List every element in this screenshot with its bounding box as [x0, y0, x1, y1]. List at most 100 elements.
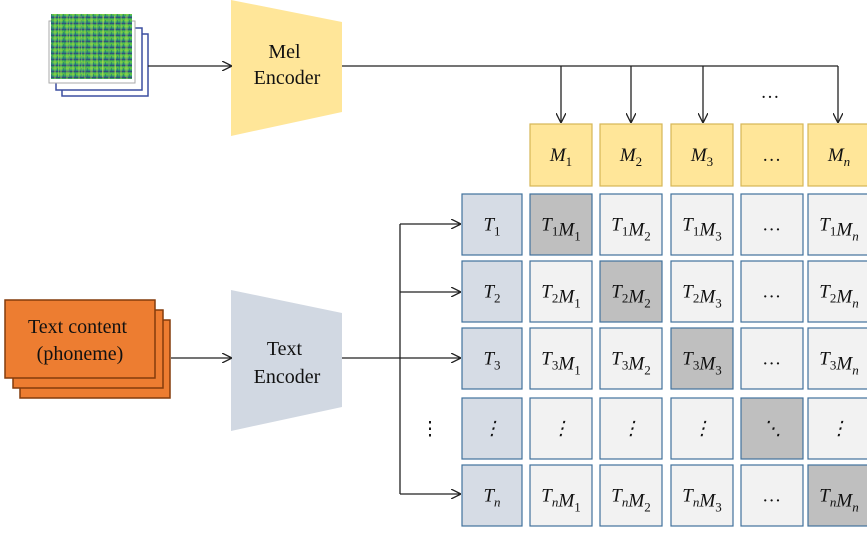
text-embedding-3-label: T3	[483, 349, 500, 373]
matrix-cell-r3-c4: …	[740, 327, 804, 390]
mel-embedding-3-label: M3	[690, 145, 713, 169]
matrix-cell-r1-c4: …	[740, 193, 804, 256]
text-encoder-label: Text Encoder	[254, 338, 321, 388]
matrix-cell-r3-c4-bg	[740, 327, 804, 390]
matrix-cell-r3-c2: T3M2	[599, 327, 663, 390]
matrix-cell-r2-c5-label: T2Mn	[819, 282, 858, 311]
matrix-cell-r2-c3: T2M3	[670, 260, 734, 323]
text-embedding-2-bg	[461, 260, 523, 323]
matrix-cell-r5-c1-label: TnM1	[541, 486, 580, 515]
connectors	[148, 66, 838, 494]
matrix-cell-r3-c5-label: T3Mn	[819, 349, 858, 378]
matrix-cell-r4-c4: ⋱	[740, 397, 804, 460]
spectrogram-texture	[51, 15, 127, 78]
matrix-cell-r3-c4-label: …	[764, 349, 781, 370]
matrix-cell-r4-c2: ⋮	[599, 397, 663, 460]
spectrogram-image	[51, 14, 132, 79]
text-content-label: Text content (phoneme)	[28, 316, 132, 365]
matrix-cell-r5-c2-bg	[599, 464, 663, 527]
matrix-cell-r4-c3-label: ⋮	[693, 419, 712, 440]
matrix-cell-r5-c4: …	[740, 464, 804, 527]
mel-embedding-3: M3	[670, 123, 734, 187]
matrix-cell-r5-c2-label: TnM2	[611, 486, 650, 515]
text-embedding-4-bg	[461, 397, 523, 460]
matrix-cell-r4-c2-label: ⋮	[622, 419, 641, 440]
text-encoder-label-line2: Encoder	[254, 366, 321, 388]
mel-encoder-label: Mel Encoder	[254, 41, 321, 89]
matrix-cell-r2-c2-bg	[599, 260, 663, 323]
mel-spectrogram-stack	[48, 14, 149, 97]
matrix-cell-r5-c4-bg	[740, 464, 804, 527]
matrix-cell-r2-c2: T2M2	[599, 260, 663, 323]
matrix-cell-r1-c3-bg	[670, 193, 734, 256]
mel-embedding-5-label: Mn	[827, 145, 850, 169]
matrix-cell-r3-c2-bg	[599, 327, 663, 390]
text-rows-ellipsis: ⋮	[421, 419, 440, 440]
mel-embedding-2-bg	[599, 123, 663, 187]
matrix-cell-r5-c3: TnM3	[670, 464, 734, 527]
mel-embedding-row: M1 M2 M3 … Mn	[529, 123, 867, 187]
matrix-cell-r2-c4-label: …	[764, 282, 781, 303]
mel-embedding-2-label: M2	[619, 145, 642, 169]
mel-embedding-4-label: …	[764, 145, 781, 166]
matrix-cell-r3-c2-label: T3M2	[611, 349, 650, 378]
matrix-cell-r1-c2: T1M2	[599, 193, 663, 256]
mel-embedding-1-label: M1	[549, 145, 572, 169]
matrix-cell-r3-c3-bg	[670, 327, 734, 390]
matrix-cell-r2-c3-bg	[670, 260, 734, 323]
matrix-cell-r3-c3-label: T3M3	[682, 349, 721, 378]
matrix-cell-r2-c4: …	[740, 260, 804, 323]
matrix-cell-r5-c4-label: …	[764, 486, 781, 507]
text-content-box-front	[4, 299, 156, 379]
matrix-cell-r5-c5-bg	[807, 464, 867, 527]
text-embedding-1-label: T1	[483, 215, 500, 239]
matrix-cell-r5-c5-label: TnMn	[819, 486, 858, 515]
text-embedding-1-bg	[461, 193, 523, 256]
matrix-cell-r2-c4-bg	[740, 260, 804, 323]
matrix-cell-r3-c1-bg	[529, 327, 593, 390]
matrix-cell-r4-c2-bg	[599, 397, 663, 460]
mel-encoder-label-line1: Mel	[268, 41, 301, 63]
text-embedding-4: ⋮	[461, 397, 523, 460]
matrix-cell-r1-c1-bg	[529, 193, 593, 256]
mel-embedding-4-bg	[740, 123, 804, 187]
matrix-cell-r5-c5: TnMn	[807, 464, 867, 527]
mel-encoder-block	[231, 0, 342, 136]
matrix-cell-r4-c5: ⋮	[807, 397, 867, 460]
matrix-cell-r1-c4-bg	[740, 193, 804, 256]
matrix-cell-r2-c3-label: T2M3	[682, 282, 721, 311]
matrix-cell-r3-c1: T3M1	[529, 327, 593, 390]
matrix-cell-r4-c1: ⋮	[529, 397, 593, 460]
text-embedding-4-label: ⋮	[483, 419, 502, 440]
matrix-cell-r5-c1: TnM1	[529, 464, 593, 527]
text-content-stack	[4, 299, 171, 399]
mel-encoder-label-line2: Encoder	[254, 67, 321, 89]
mel-embedding-4: …	[740, 123, 804, 187]
matrix-cell-r2-c1: T2M1	[529, 260, 593, 323]
matrix-cell-r5-c3-label: TnM3	[682, 486, 721, 515]
text-embedding-1: T1	[461, 193, 523, 256]
matrix-cell-r3-c5: T3Mn	[807, 327, 867, 390]
matrix-cell-r1-c1: T1M1	[529, 193, 593, 256]
matrix-cell-r5-c2: TnM2	[599, 464, 663, 527]
matrix-cell-r1-c4-label: …	[764, 215, 781, 236]
mel-embedding-3-bg	[670, 123, 734, 187]
matrix-cell-r3-c3: T3M3	[670, 327, 734, 390]
matrix-cell-r2-c1-label: T2M1	[541, 282, 580, 311]
matrix-cell-r2-c5-bg	[807, 260, 867, 323]
text-encoder-label-line1: Text	[267, 338, 303, 360]
matrix-cell-r4-c1-label: ⋮	[552, 419, 571, 440]
matrix-cell-r4-c3: ⋮	[670, 397, 734, 460]
matrix-cell-r2-c2-label: T2M2	[611, 282, 650, 311]
matrix-cell-r1-c5-bg	[807, 193, 867, 256]
matrix-cell-r1-c3-label: T1M3	[682, 215, 721, 244]
matrix-cell-r4-c1-bg	[529, 397, 593, 460]
text-embedding-5-label: Tn	[483, 486, 500, 510]
mel-embedding-1: M1	[529, 123, 593, 187]
matrix-cell-r1-c1-label: T1M1	[541, 215, 580, 244]
matrix-cell-r1-c2-bg	[599, 193, 663, 256]
matrix-cell-r1-c5-label: T1Mn	[819, 215, 858, 244]
text-content-label-line2: (phoneme)	[37, 343, 124, 365]
matrix-cell-r3-c5-bg	[807, 327, 867, 390]
